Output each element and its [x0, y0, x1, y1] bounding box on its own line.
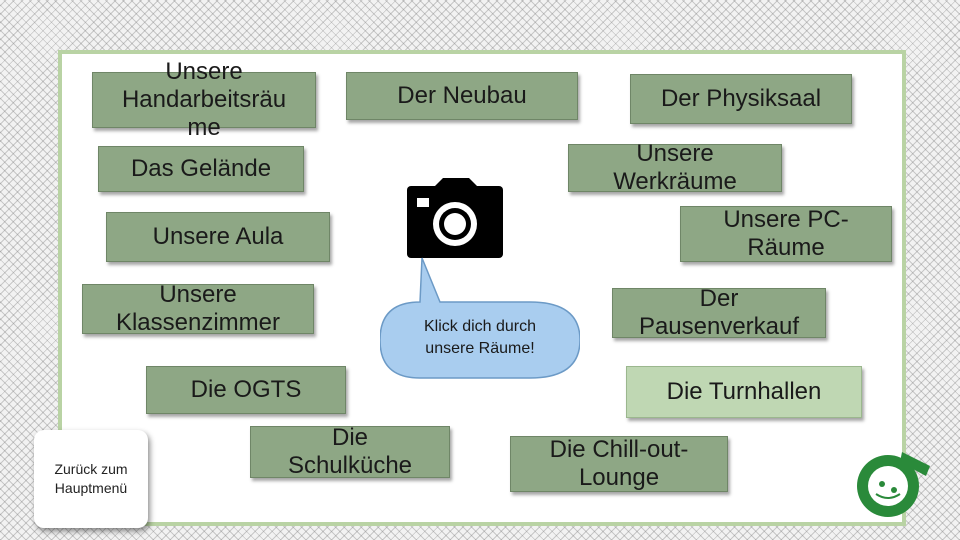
- room-label: Die OGTS: [190, 376, 302, 403]
- room-label: Unsere Werkräume: [613, 140, 737, 195]
- room-ogts[interactable]: Die OGTS: [146, 366, 346, 414]
- room-werkraeume[interactable]: Unsere Werkräume: [568, 140, 782, 195]
- back-to-main-menu-button[interactable]: Zurück zum Hauptmenü: [34, 430, 148, 528]
- room-schulkueche[interactable]: Die Schulküche: [250, 424, 450, 479]
- room-label: Unsere Klassenzimmer: [115, 281, 281, 336]
- room-chill-out-lounge[interactable]: Die Chill-out- Lounge: [510, 436, 728, 492]
- room-handarbeitsraeume[interactable]: Unsere Handarbeitsräu me: [92, 58, 316, 141]
- back-button-label: Zurück zum Hauptmenü: [54, 461, 128, 496]
- room-klassenzimmer[interactable]: Unsere Klassenzimmer: [82, 281, 314, 336]
- room-gelaende[interactable]: Das Gelände: [98, 146, 304, 192]
- room-aula[interactable]: Unsere Aula: [106, 212, 330, 262]
- room-label: Das Gelände: [130, 155, 272, 182]
- room-label: Unsere PC- Räume: [723, 206, 849, 261]
- room-label: Der Physiksaal: [660, 85, 822, 112]
- room-label: Die Turnhallen: [666, 378, 822, 405]
- camera-icon: [407, 178, 503, 258]
- room-label: Die Schulküche: [287, 424, 413, 479]
- speech-bubble-text: Klick dich durch unsere Räume!: [423, 318, 537, 357]
- room-pc-raeume[interactable]: Unsere PC- Räume: [680, 206, 892, 262]
- room-label: Der Neubau: [397, 82, 527, 109]
- room-label: Der Pausenverkauf: [638, 285, 800, 340]
- room-label: Unsere Handarbeitsräu me: [121, 58, 287, 141]
- speech-bubble: [380, 257, 580, 379]
- room-pausenverkauf[interactable]: Der Pausenverkauf: [612, 285, 826, 340]
- school-logo: [857, 452, 930, 517]
- room-turnhallen[interactable]: Die Turnhallen: [626, 366, 862, 418]
- room-physiksaal[interactable]: Der Physiksaal: [630, 74, 852, 124]
- room-label: Die Chill-out- Lounge: [549, 436, 689, 491]
- room-label: Unsere Aula: [152, 223, 284, 250]
- room-neubau[interactable]: Der Neubau: [346, 72, 578, 120]
